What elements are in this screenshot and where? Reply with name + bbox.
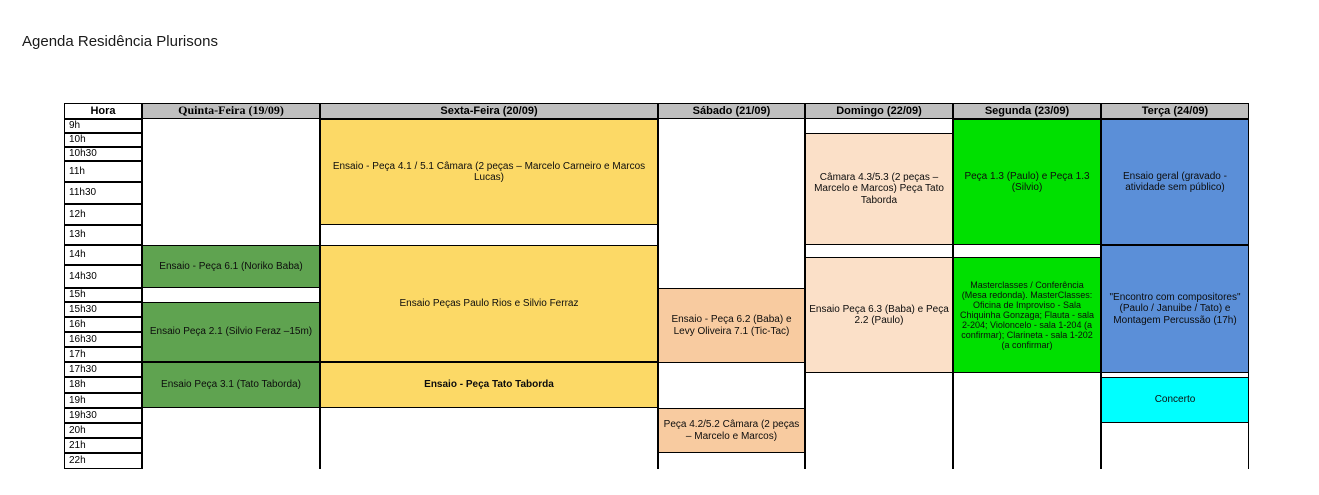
hour-label: 12h xyxy=(64,204,142,225)
hour-label: 19h xyxy=(64,393,142,408)
hour-label: 21h xyxy=(64,438,142,453)
hour-label: 16h xyxy=(64,317,142,332)
event-block[interactable]: Ensaio - Peça 4.1 / 5.1 Câmara (2 peças … xyxy=(320,119,658,225)
column-header-terca: Terça (24/09) xyxy=(1101,103,1249,119)
column-header-sexta: Sexta-Feira (20/09) xyxy=(320,103,658,119)
page-title: Agenda Residência Plurisons xyxy=(22,33,218,50)
event-block[interactable]: Ensaio Peça 3.1 (Tato Taborda) xyxy=(142,362,320,408)
event-block[interactable]: Ensaio - Peça 6.2 (Baba) e Levy Oliveira… xyxy=(658,288,805,363)
hour-label: 15h30 xyxy=(64,302,142,317)
event-block[interactable]: Ensaio Peça 2.1 (Silvio Feraz –15m) xyxy=(142,302,320,362)
event-block[interactable]: Ensaio - Peça Tato Taborda xyxy=(320,362,658,408)
hour-label: 22h xyxy=(64,453,142,469)
hour-label: 11h30 xyxy=(64,182,142,204)
column-header-segunda: Segunda (23/09) xyxy=(953,103,1101,119)
event-block[interactable]: Masterclasses / Conferência (Mesa redond… xyxy=(953,257,1101,373)
column-header-sabado: Sábado (21/09) xyxy=(658,103,805,119)
hour-label: 10h30 xyxy=(64,147,142,161)
hour-label: 13h xyxy=(64,225,142,245)
event-block[interactable]: Concerto xyxy=(1101,377,1249,423)
hour-label: 20h xyxy=(64,423,142,438)
column-header-domingo: Domingo (22/09) xyxy=(805,103,953,119)
event-block[interactable]: "Encontro com compositores" (Paulo / Jan… xyxy=(1101,245,1249,373)
event-block[interactable]: Câmara 4.3/5.3 (2 peças – Marcelo e Marc… xyxy=(805,133,953,245)
event-block[interactable]: Peça 1.3 (Paulo) e Peça 1.3 (Silvio) xyxy=(953,119,1101,245)
hour-label: 14h xyxy=(64,245,142,265)
hour-label: 16h30 xyxy=(64,332,142,347)
hour-label: 15h xyxy=(64,288,142,302)
day-column-quinta-background xyxy=(142,119,320,469)
hour-label: 11h xyxy=(64,161,142,182)
hour-label: 9h xyxy=(64,119,142,133)
hour-label: 19h30 xyxy=(64,408,142,423)
event-block[interactable]: Ensaio - Peça 6.1 (Noriko Baba) xyxy=(142,245,320,288)
hour-label: 10h xyxy=(64,133,142,147)
hour-label: 14h30 xyxy=(64,265,142,288)
event-block[interactable]: Peça 4.2/5.2 Câmara (2 peças – Marcelo e… xyxy=(658,408,805,453)
column-header-hora: Hora xyxy=(64,103,142,119)
event-block[interactable]: Ensaio Peças Paulo Rios e Silvio Ferraz xyxy=(320,245,658,362)
event-block[interactable]: Ensaio Peça 6.3 (Baba) e Peça 2.2 (Paulo… xyxy=(805,257,953,373)
hour-label: 18h xyxy=(64,377,142,393)
hour-label: 17h xyxy=(64,347,142,362)
event-block[interactable]: Ensaio geral (gravado - atividade sem pú… xyxy=(1101,119,1249,245)
hour-label: 17h30 xyxy=(64,362,142,377)
column-header-quinta: Quinta-Feira (19/09) xyxy=(142,103,320,119)
